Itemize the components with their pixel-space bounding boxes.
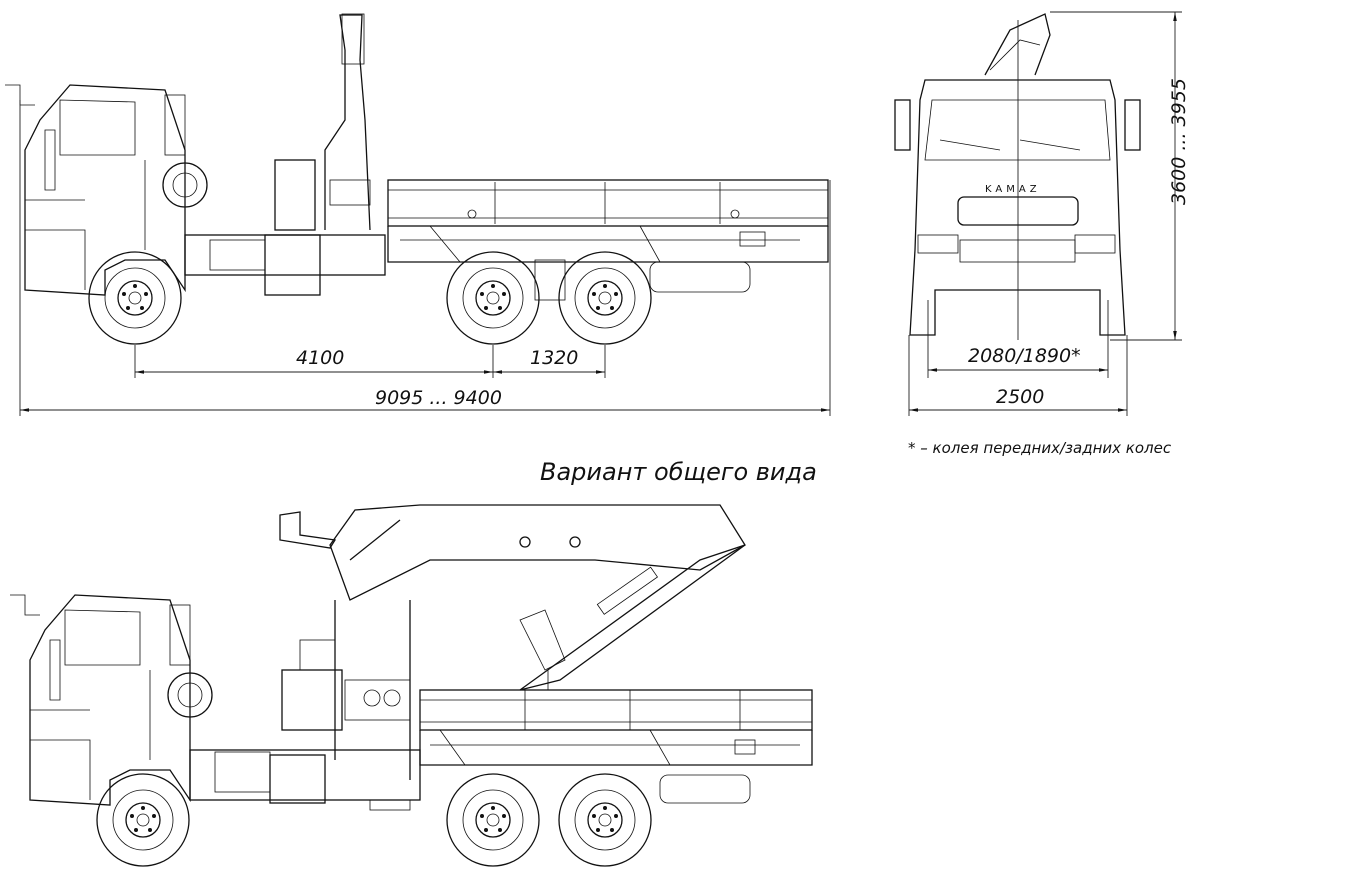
dimensions-front: 2080/1890* 2500 3600 ... 3955 * – колея … <box>908 11 1190 457</box>
dim-overall-width: 2500 <box>996 386 1044 408</box>
dimensions-side: 4100 1320 9095 ... 9400 <box>19 100 831 416</box>
dim-wheelbase-front: 4100 <box>296 347 344 369</box>
truck-side-view <box>4 13 829 345</box>
drawing-title: Вариант общего вида <box>540 458 817 486</box>
dim-overall-length: 9095 ... 9400 <box>375 387 502 409</box>
brand-label: KAMAZ <box>985 184 1041 195</box>
truck-front-view: KAMAZ <box>894 13 1141 340</box>
truck-crane-view <box>9 504 813 867</box>
footnote: * – колея передних/задних колес <box>908 439 1172 457</box>
dim-wheelbase-rear: 1320 <box>530 347 578 369</box>
dim-track: 2080/1890* <box>968 345 1081 367</box>
dim-height: 3600 ... 3955 <box>1168 78 1190 205</box>
